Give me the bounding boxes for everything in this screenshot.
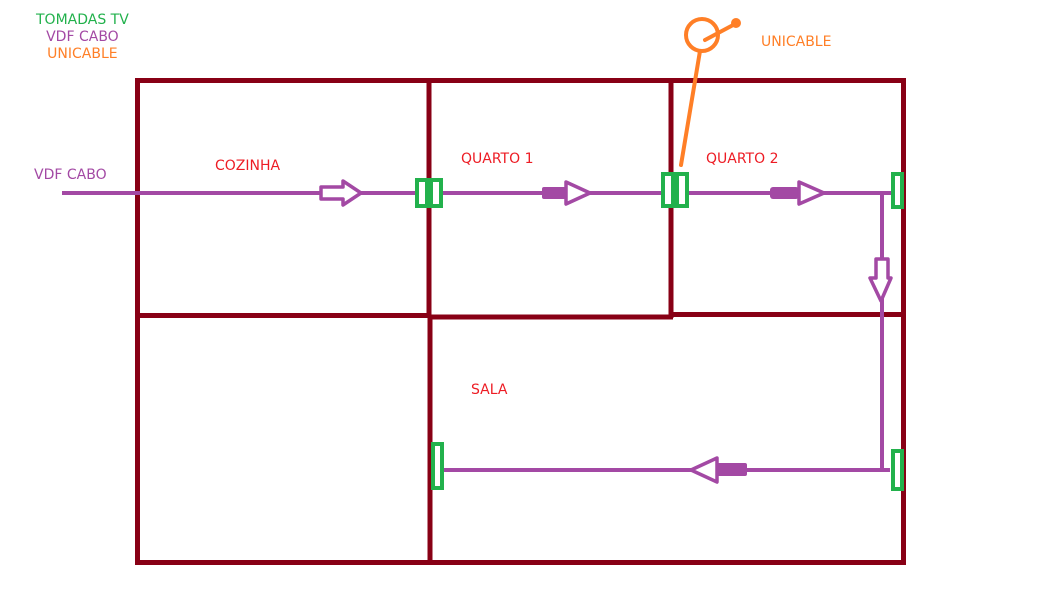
tv-outlet-double[interactable]: [661, 172, 689, 208]
legend: TOMADAS TV VDF CABO UNICABLE: [36, 12, 129, 63]
arrow-right-icon: [542, 180, 592, 206]
flow-arrows: [319, 179, 893, 484]
legend-item-unicable: UNICABLE: [47, 46, 118, 62]
dish-lnb: [731, 18, 741, 28]
room-label-quarto2: QUARTO 2: [706, 151, 779, 167]
tv-outlet-single[interactable]: [891, 449, 904, 491]
tv-outlet-single[interactable]: [431, 442, 444, 490]
legend-item-tomadas-tv: TOMADAS TV: [36, 12, 129, 28]
vdf-cabo-input-label: VDF CABO: [34, 167, 107, 183]
arrow-left-icon: [689, 456, 747, 484]
unicable-cable: [679, 49, 702, 167]
arrow-right-icon: [770, 180, 826, 206]
legend-item-vdf-cabo: VDF CABO: [46, 29, 119, 45]
outer-wall: [135, 78, 906, 565]
arrow-right-icon: [319, 179, 363, 207]
room-label-sala: SALA: [471, 382, 508, 398]
unicable-label: UNICABLE: [761, 34, 832, 50]
arrow-down-icon: [868, 257, 893, 303]
dish-feed-arm: [703, 22, 737, 42]
room-label-quarto1: QUARTO 1: [461, 151, 534, 167]
room-label-cozinha: COZINHA: [215, 158, 281, 174]
walls: [135, 78, 906, 565]
tv-outlets: [415, 172, 904, 491]
tv-outlet-single[interactable]: [891, 172, 904, 209]
unicable-dish: [679, 17, 741, 167]
vdf-cable-route: [62, 191, 893, 472]
tv-outlet-double[interactable]: [415, 178, 443, 208]
